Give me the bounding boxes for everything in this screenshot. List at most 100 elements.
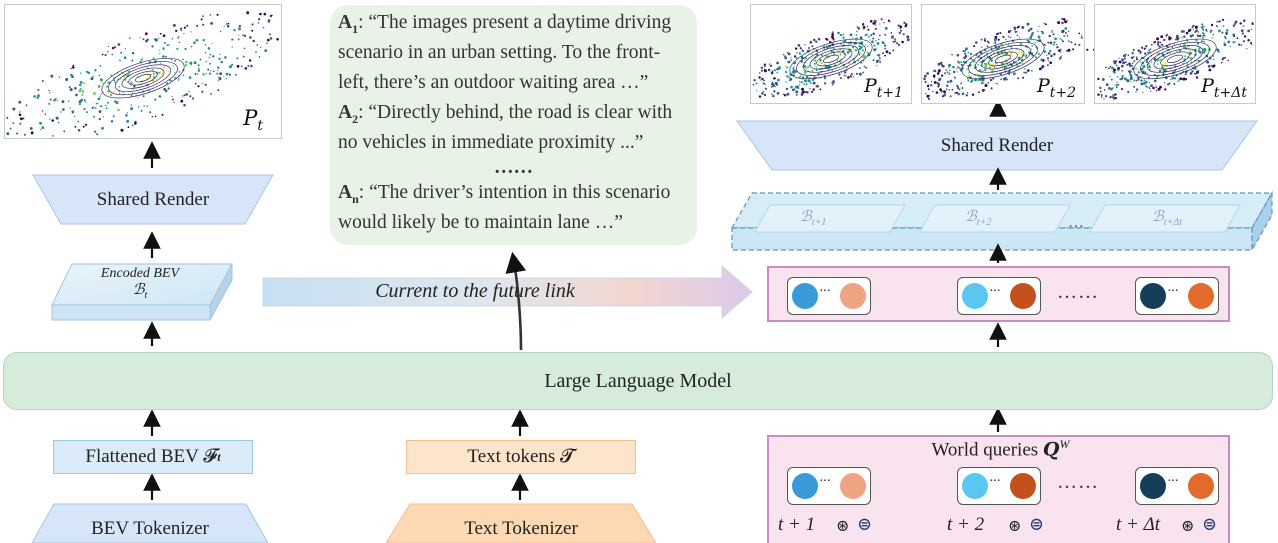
lidar-point	[1024, 68, 1026, 70]
lidar-point	[172, 23, 176, 27]
lidar-point	[1155, 85, 1157, 87]
lidar-point	[772, 94, 775, 98]
lidar-point	[1148, 81, 1151, 84]
lidar-point	[72, 112, 74, 114]
lidar-point	[826, 45, 828, 47]
lidar-point	[792, 67, 795, 70]
lidar-point	[1151, 61, 1153, 63]
lidar-point	[79, 81, 83, 84]
lidar-point	[266, 42, 268, 44]
lidar-point	[1121, 70, 1123, 72]
lidar-point	[1163, 82, 1166, 84]
lidar-point	[981, 75, 985, 79]
lidar-point	[225, 23, 228, 25]
lidar-point	[131, 52, 135, 55]
lidar-point	[104, 53, 107, 57]
lidar-point	[1143, 47, 1146, 50]
lidar-point	[25, 104, 28, 106]
lidar-point	[805, 75, 809, 79]
lidar-point	[1225, 29, 1229, 32]
lidar-point	[1067, 48, 1071, 52]
lidar-point	[1004, 77, 1007, 80]
lidar-point	[785, 87, 789, 91]
lidar-point	[1240, 44, 1243, 46]
lidar-point	[930, 84, 933, 87]
lidar-point	[1065, 32, 1067, 34]
lidar-point	[984, 65, 988, 68]
lidar-point	[811, 90, 814, 93]
lidar-point	[771, 93, 773, 95]
lidar-point	[99, 105, 102, 108]
lidar-point	[1061, 39, 1063, 41]
lidar-point	[1222, 25, 1225, 27]
lidar-point	[1070, 41, 1072, 43]
lidar-point	[258, 56, 261, 58]
lidar-point	[1163, 62, 1166, 65]
lidar-point	[170, 58, 173, 61]
lidar-point	[209, 62, 211, 65]
lidar-point	[87, 71, 90, 75]
point-cloud-t1	[752, 18, 910, 98]
lidar-point	[1061, 21, 1064, 25]
lidar-point	[1173, 43, 1175, 45]
lidar-point	[1064, 20, 1068, 24]
lidar-point	[183, 32, 185, 35]
lidar-point	[1117, 69, 1120, 72]
lidar-point	[948, 89, 950, 91]
lidar-point	[1129, 73, 1132, 76]
lidar-point	[119, 59, 121, 62]
lidar-point	[209, 14, 212, 16]
lidar-point	[142, 38, 145, 41]
lidar-point	[72, 64, 75, 67]
lidar-point	[137, 74, 139, 76]
lidar-point	[126, 112, 128, 114]
lidar-point	[994, 41, 997, 44]
lidar-point	[158, 37, 160, 40]
lidar-point	[236, 57, 239, 60]
lidar-point	[1176, 50, 1178, 53]
lidar-point	[956, 53, 960, 57]
lidar-point	[923, 74, 927, 78]
lidar-point	[858, 53, 861, 56]
lidar-point	[883, 21, 885, 24]
lidar-point	[847, 42, 851, 45]
lidar-point	[1026, 22, 1030, 26]
lidar-point	[1058, 58, 1061, 60]
future-bev-label-tdt: ℬt+Δt	[1152, 209, 1182, 228]
lidar-point	[1238, 43, 1241, 46]
lidar-point	[999, 32, 1002, 34]
lidar-point	[201, 90, 204, 93]
lidar-point	[1060, 51, 1062, 53]
large-language-model: Large Language Model	[3, 352, 1273, 410]
lidar-point	[127, 126, 130, 129]
lidar-point	[85, 101, 87, 103]
lidar-point	[983, 89, 986, 91]
lidar-point	[1020, 51, 1023, 53]
lidar-point	[1144, 52, 1147, 55]
lidar-point	[1198, 47, 1201, 51]
lidar-point	[101, 53, 104, 56]
lidar-point	[885, 50, 889, 54]
lidar-point	[1103, 98, 1105, 100]
lidar-point	[865, 33, 868, 36]
lidar-point	[16, 132, 19, 135]
lidar-point	[1222, 18, 1225, 21]
lidar-point	[1114, 93, 1117, 96]
lidar-point	[851, 37, 854, 39]
lidar-point	[989, 78, 993, 82]
lidar-point	[1125, 53, 1127, 56]
lidar-point	[197, 85, 200, 88]
time-label-tdt: t + Δt	[1116, 514, 1161, 535]
lidar-point	[966, 92, 969, 94]
lidar-point	[770, 85, 773, 88]
lidar-point	[93, 106, 95, 108]
lidar-point	[1223, 41, 1225, 44]
lidar-point	[1113, 68, 1116, 72]
lidar-point	[202, 38, 205, 42]
lidar-point	[761, 77, 764, 80]
lidar-point	[37, 94, 40, 98]
lidar-point	[937, 85, 940, 87]
lidar-point	[193, 61, 197, 65]
lidar-point	[1132, 49, 1135, 52]
lidar-point	[1180, 77, 1183, 81]
